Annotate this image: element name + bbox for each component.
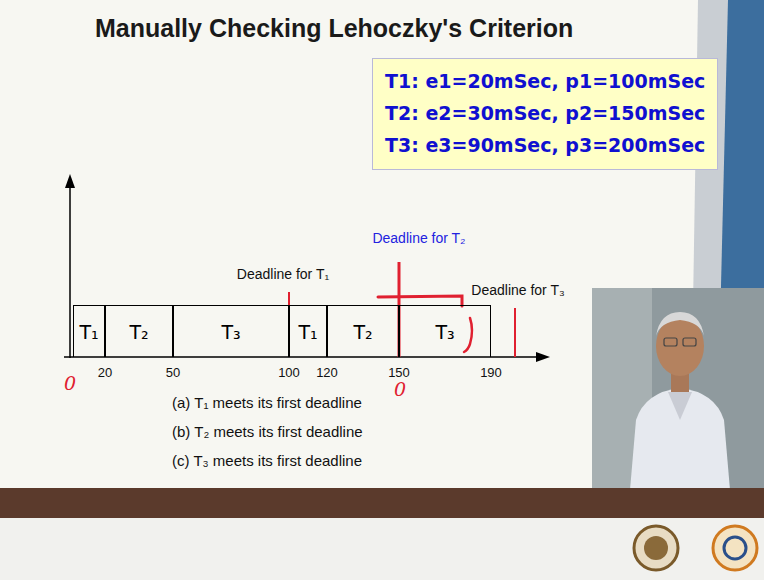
schedule-slot: T₃ [173,305,289,357]
task-name: T₂ [353,321,372,343]
presenter-glasses [664,338,677,346]
task-name: T₁ [79,321,98,343]
x-axis [64,356,538,358]
task-name: T₃ [221,321,240,343]
result-statement: (c) T₃ meets its first deadline [172,452,362,469]
handwritten-number: 0 [64,372,76,394]
footer-bar [0,488,764,518]
task-parameters: T2: e2=30mSec, p2=150mSec [385,97,705,129]
presenter-backdrop [592,288,764,490]
schedule-slot: T₂ [327,305,399,357]
schedule-slot: T₁ [73,305,105,357]
y-axis [69,186,71,358]
tick-label: 190 [480,365,502,380]
schedule-slot: T₁ [289,305,327,357]
slide-title: Manually Checking Lehoczky's Criterion [95,14,573,43]
task-parameters: T1: e1=20mSec, p1=100mSec [385,65,705,97]
task-parameter-box: T1: e1=20mSec, p1=100mSecT2: e2=30mSec, … [372,58,718,170]
result-statement: (b) T₂ meets its first deadline [172,423,363,440]
presenter-hair [656,312,704,336]
handwritten-mark [464,318,472,352]
deadline-line [514,308,516,357]
tick-label: 150 [388,365,410,380]
presenter-glasses [683,338,696,346]
result-statement: (a) T₁ meets its first deadline [172,394,362,411]
schedule-slot: T₂ [105,305,173,357]
presenter-collar [668,392,692,420]
task-name: T₁ [298,321,317,343]
tick-label: 100 [278,365,300,380]
presenter-shirt [630,388,730,490]
nptel-logo [724,537,746,559]
tick-label: 120 [316,365,338,380]
axis-arrowhead [536,352,550,362]
deadline-label: Deadline for T₁ [237,266,329,282]
task-parameters: T3: e3=90mSec, p3=200mSec [385,129,705,161]
deadline-label: Deadline for T₂ [372,230,465,246]
task-name: T₂ [129,321,148,343]
handwritten-number: 0 [394,378,406,400]
axis-arrowhead [65,174,75,188]
institute-logo [634,526,678,570]
institute-logo [644,536,668,560]
footer-ground [0,518,764,580]
schedule-slot: T₃ [399,305,491,357]
nptel-logo [713,526,757,570]
tick-label: 20 [98,365,112,380]
tick-label: 50 [166,365,180,380]
task-name: T₃ [435,321,454,343]
deadline-label: Deadline for T₃ [471,282,564,298]
